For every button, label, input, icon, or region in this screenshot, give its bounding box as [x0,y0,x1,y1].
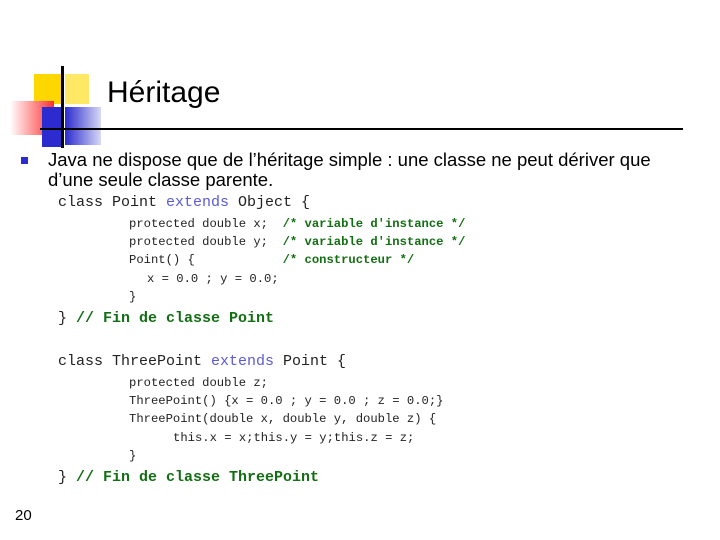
code-line: } // Fin de classe ThreePoint [58,469,320,486]
decor-square-blue [42,107,62,147]
code-comment: /* constructeur */ [282,253,415,267]
title-underline [40,128,683,130]
code-keyword: extends [211,353,275,370]
code-line: protected double x; /* variable d'instan… [129,217,466,231]
code-line: protected double y; /* variable d'instan… [129,235,466,249]
decor-vertical-line [61,66,64,148]
code-line: this.x = x;this.y = y;this.z = z; [173,431,415,445]
code-comment: /* variable d'instance */ [282,217,466,231]
code-line: } [129,449,137,463]
code-line: ThreePoint() {x = 0.0 ; y = 0.0 ; z = 0.… [129,394,444,408]
code-line: class Point extends Object { [58,194,311,211]
bullet-square [21,157,28,164]
page-number: 20 [15,507,32,524]
code-line: ThreePoint(double x, double y, double z)… [129,412,437,426]
code-keyword: extends [166,194,230,211]
decor-square-yellow [34,74,62,104]
decor-square-yellow-light [65,74,89,104]
slide-title: Héritage [107,76,221,109]
code-comment: /* variable d'instance */ [282,235,466,249]
code-line: class ThreePoint extends Point { [58,353,347,370]
decor-square-blue-light [65,107,101,145]
code-comment: // Fin de classe ThreePoint [76,469,320,486]
code-line: x = 0.0 ; y = 0.0; [147,272,279,286]
intro-text: Java ne dispose que de l’héritage simple… [48,149,651,190]
code-line: } // Fin de classe Point [58,310,275,327]
code-line: Point() { /* constructeur */ [129,253,415,267]
code-line: } [129,290,137,304]
code-comment: // Fin de classe Point [76,310,275,327]
code-line: protected double z; [129,376,268,390]
